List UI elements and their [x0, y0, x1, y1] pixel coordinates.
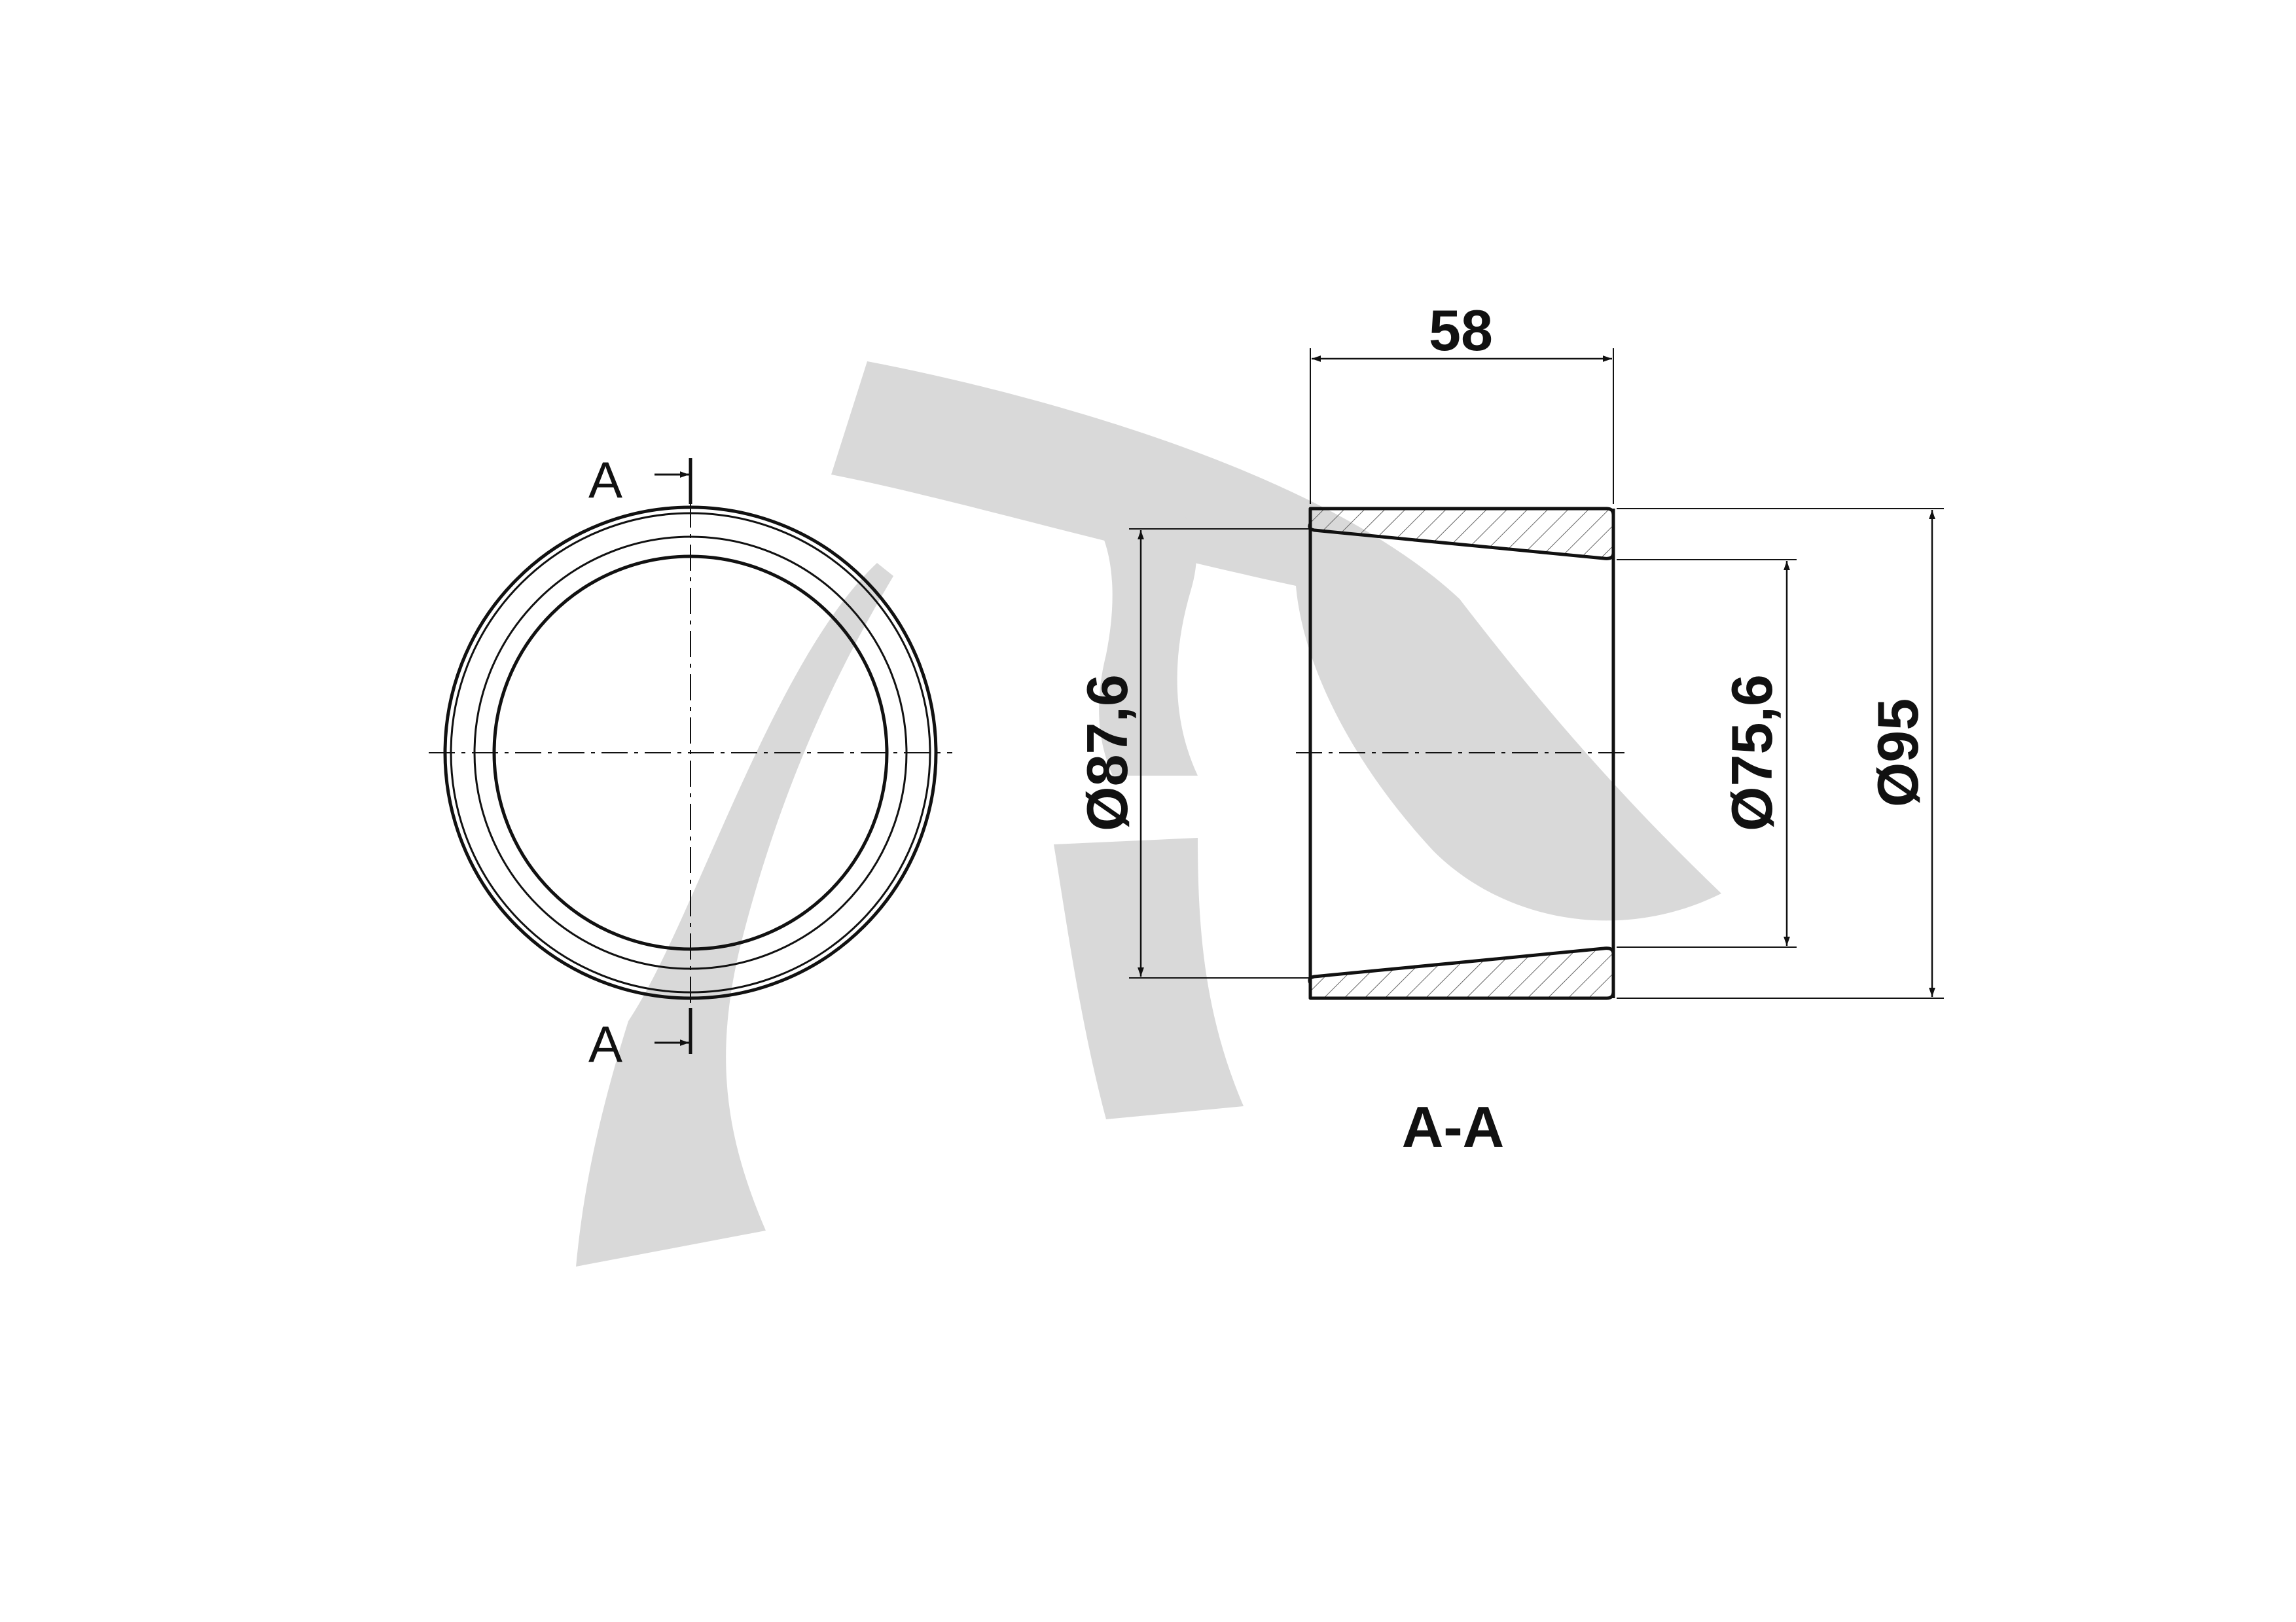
diameter-75-label: Ø75,6 — [1719, 674, 1784, 831]
width-dimension-label: 58 — [1429, 298, 1493, 363]
section-marker-top: A — [588, 451, 622, 509]
dimension-lines — [1129, 348, 1944, 999]
pi-logo-watermark-icon — [576, 361, 1721, 1267]
section-view — [1296, 507, 1626, 1000]
diameter-95-label: Ø95 — [1865, 698, 1930, 807]
section-marker-bottom: A — [588, 1015, 622, 1073]
diameter-87-label: Ø87,6 — [1075, 674, 1139, 831]
bottom-wall-section — [1308, 946, 1615, 1000]
front-view — [429, 458, 952, 1054]
section-title: A-A — [1402, 1094, 1504, 1159]
